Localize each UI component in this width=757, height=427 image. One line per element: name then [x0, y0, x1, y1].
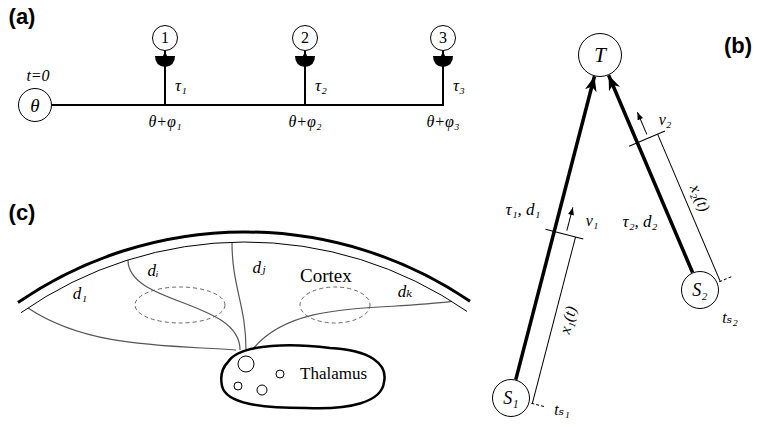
dashed-ellipse	[135, 287, 225, 323]
velocity-label: v₂	[659, 111, 672, 129]
edge-label: dⱼ	[251, 259, 268, 278]
cortex-band-outline	[15, 225, 480, 325]
edge-label: τ₂, d₂	[621, 213, 660, 232]
distance-label: x₂(t)	[686, 182, 713, 214]
source-circle: S₁	[492, 379, 530, 417]
phase-label: θ+φ₃	[426, 113, 459, 131]
phase-label: θ+φ₂	[288, 113, 321, 131]
panel-letter: (a)	[9, 5, 36, 29]
signal-line	[52, 51, 165, 105]
node-text: S₂	[692, 281, 707, 299]
velocity-label: v₁	[586, 212, 599, 230]
fiber-line	[28, 308, 236, 350]
dashed-ellipse	[300, 287, 370, 323]
axon-line	[609, 75, 693, 272]
time-label: tₛ₂	[722, 309, 737, 327]
node-text: 2	[301, 30, 309, 46]
phase-circle: θ	[18, 88, 52, 122]
node-text: 3	[439, 30, 447, 46]
neuron-circle: 1	[152, 25, 178, 51]
panel-letter: (b)	[724, 34, 752, 58]
edge-label: dᵢ	[145, 262, 160, 281]
node-text: S₁	[503, 389, 518, 407]
time-label: tₛ₁	[554, 401, 569, 419]
signal-line	[52, 51, 305, 105]
edge-label: τ₁, d₁	[504, 201, 543, 220]
phase-label: θ+φ₁	[148, 113, 181, 131]
region-name: Cortex	[300, 266, 352, 285]
neuron-circle: 2	[292, 25, 318, 51]
node-text: T	[594, 45, 606, 66]
node-text: 1	[161, 30, 169, 46]
time-label: t=0	[26, 67, 49, 85]
edge-label: dₖ	[396, 283, 415, 302]
thalamus-blob: Thalamus	[218, 340, 390, 412]
cortex-band: Cortex	[15, 225, 480, 325]
axon-line	[516, 76, 595, 379]
edge-label: d₁	[71, 285, 89, 304]
fiber-line	[252, 301, 452, 350]
delay-label: τ₂	[315, 77, 327, 96]
panel-letter: (c)	[9, 201, 36, 225]
distance-label: x₁(t)	[556, 304, 580, 335]
delay-label: τ₁	[175, 77, 187, 96]
region-name: Thalamus	[300, 365, 367, 382]
signal-line	[52, 51, 443, 105]
node-text: θ	[30, 96, 39, 115]
source-circle: S₂	[681, 271, 719, 309]
dashed-regions	[135, 287, 370, 323]
dimension-x2	[618, 104, 731, 294]
fiber-line	[128, 260, 240, 350]
fiber-line	[232, 242, 246, 350]
delay-label: τ₃	[453, 77, 465, 96]
target-circle: T	[578, 33, 622, 77]
neuron-circle: 3	[430, 25, 456, 51]
